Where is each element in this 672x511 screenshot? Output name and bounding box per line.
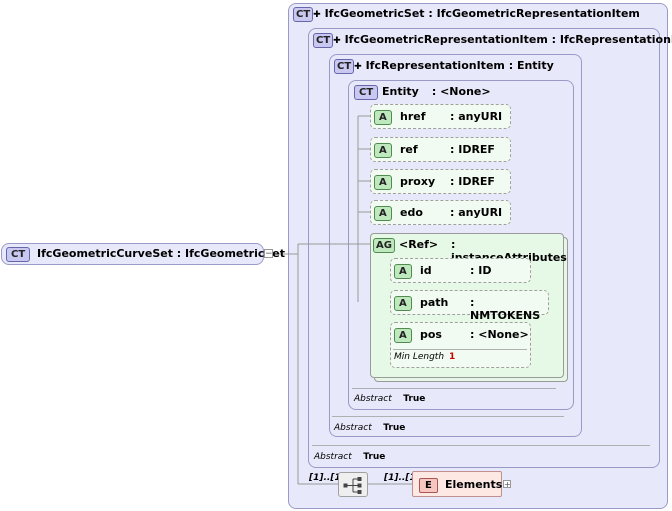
attr-name: proxy: [400, 175, 436, 188]
attr-name: edo: [400, 206, 423, 219]
ct-ifcrepresentationitem-header[interactable]: CT✚ IfcRepresentationItem : Entity: [334, 59, 554, 74]
facet-divider: [393, 349, 527, 350]
element-badge: E: [419, 478, 438, 493]
element-node[interactable]: E Elements: [412, 471, 502, 497]
attr-type: : anyURI: [450, 206, 503, 219]
repitem-abstract: Abstract True: [334, 423, 406, 433]
repitem-footer-line: [332, 416, 564, 417]
ag-attr-id[interactable]: A id : ID: [390, 258, 531, 283]
attribute-badge: A: [374, 175, 392, 190]
attr-ref[interactable]: A ref : IDREF: [370, 137, 511, 162]
attribute-badge: A: [374, 110, 392, 125]
georepitem-footer-line: [312, 445, 650, 446]
card-right: [1]..[1]: [384, 473, 420, 483]
ct-badge: CT: [354, 85, 379, 100]
attribute-badge: A: [374, 143, 392, 158]
ct-ifcgeometricrepresentationitem-header[interactable]: CT✚ IfcGeometricRepresentationItem : Ifc…: [313, 33, 672, 48]
attribute-badge: A: [374, 206, 392, 221]
element-expand-icon[interactable]: +: [503, 480, 511, 489]
ct-base: : <None>: [431, 85, 491, 98]
attr-type: : IDREF: [450, 143, 495, 156]
attr-name: id: [420, 264, 432, 277]
georepitem-abstract: Abstract True: [314, 452, 386, 462]
root-ct-label: IfcGeometricCurveSet : IfcGeometricSet: [37, 247, 285, 260]
attr-edo[interactable]: A edo : anyURI: [370, 200, 511, 225]
attr-name: href: [400, 110, 426, 123]
attribute-badge: A: [394, 296, 412, 311]
ct-base: Entity: [516, 59, 554, 72]
attr-type: : <None>: [470, 328, 529, 341]
sequence-node[interactable]: [338, 472, 368, 497]
ct-name: IfcGeometricRepresentationItem: [344, 33, 548, 46]
ct-base: IfcGeometricRepresentationItem: [436, 7, 640, 20]
ct-name: IfcRepresentationItem: [365, 59, 505, 72]
expand-icon: ✚: [354, 62, 362, 72]
attr-name: path: [420, 296, 449, 309]
attr-type: : ID: [470, 264, 492, 277]
facet-label: Min Length: [394, 352, 445, 362]
attr-name: ref: [400, 143, 418, 156]
root-ct-node[interactable]: [1, 243, 264, 265]
ct-badge: CT: [313, 33, 334, 48]
entity-abstract: Abstract True: [354, 394, 426, 404]
entity-footer-line: [352, 388, 556, 389]
ct-ifcgeometricset-header[interactable]: CT✚ IfcGeometricSet : IfcGeometricRepres…: [293, 7, 640, 22]
ag-attr-pos[interactable]: A pos : <None> Min Length 1: [390, 322, 531, 368]
attr-type: : NMTOKENS: [470, 296, 541, 322]
ct-badge: CT: [293, 7, 314, 22]
facet-value: 1: [449, 352, 456, 362]
card-left: [1]..[1]: [309, 473, 345, 483]
attr-href[interactable]: A href : anyURI: [370, 104, 511, 129]
attribute-badge: A: [394, 264, 412, 279]
root-ct-badge: CT: [6, 247, 31, 262]
attr-type: : IDREF: [450, 175, 495, 188]
attr-type: : anyURI: [450, 110, 503, 123]
attr-group-badge: AG: [373, 238, 395, 253]
attribute-badge: A: [394, 328, 412, 343]
attr-group-name: <Ref>: [399, 238, 439, 251]
ct-base: IfcRepresentationItem: [559, 33, 672, 46]
expand-icon: ✚: [333, 36, 341, 46]
root-collapse-icon[interactable]: −: [264, 249, 273, 259]
ct-name: Entity: [382, 85, 419, 98]
element-label: Elements: [445, 478, 503, 491]
ct-name: IfcGeometricSet: [324, 7, 425, 20]
ag-attr-path[interactable]: A path : NMTOKENS: [390, 290, 549, 322]
attr-proxy[interactable]: A proxy : IDREF: [370, 169, 511, 194]
ct-badge: CT: [334, 59, 355, 74]
expand-icon: ✚: [313, 10, 321, 20]
root-ct-header: CT IfcGeometricCurveSet : IfcGeometricSe…: [6, 247, 285, 262]
ct-entity-header[interactable]: CT Entity : <None>: [354, 85, 491, 100]
sequence-icon: [343, 477, 362, 494]
attr-name: pos: [420, 328, 442, 341]
